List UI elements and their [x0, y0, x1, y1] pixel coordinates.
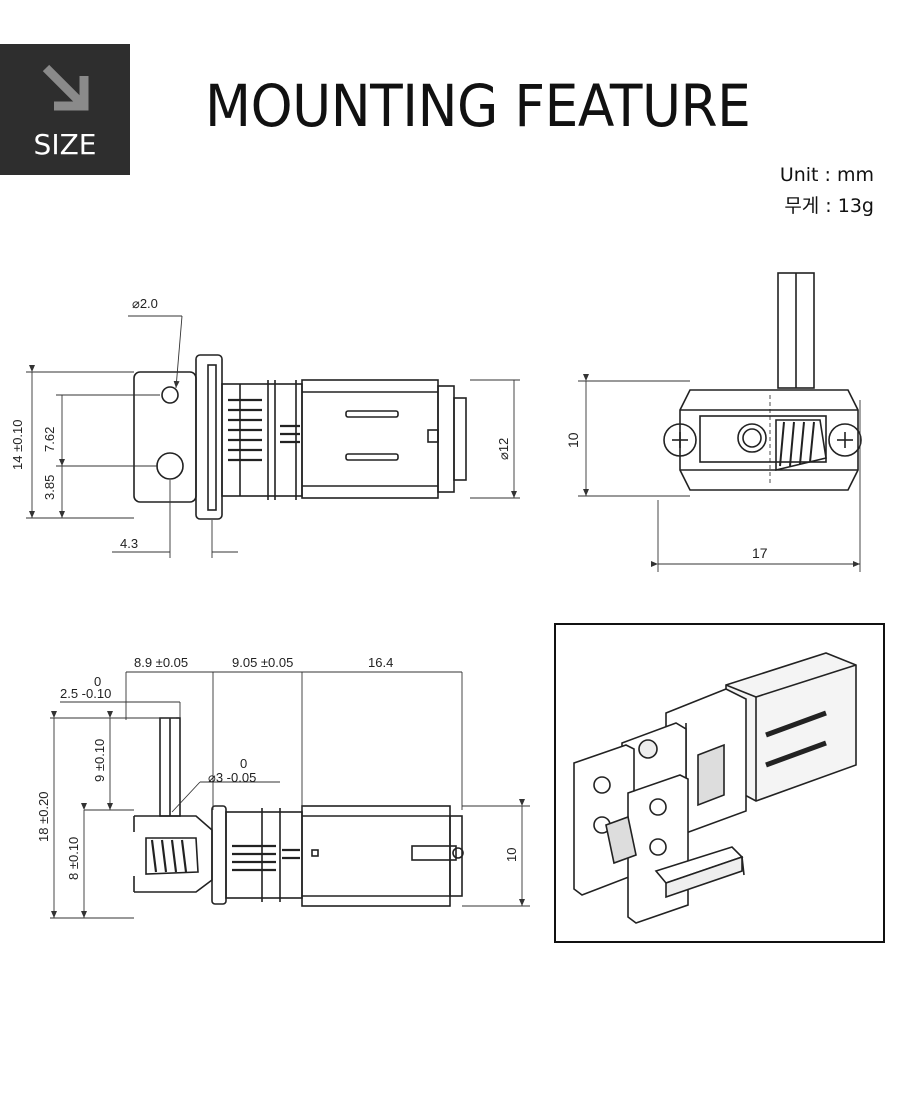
spec-meta: Unit : mm 무게 : 13g	[780, 160, 874, 222]
size-badge-label: SIZE	[33, 128, 97, 161]
side-dim-a-label: 8.9 ±0.05	[134, 655, 188, 670]
side-shaft-dia-label: ⌀3 -0.05	[208, 770, 256, 785]
front-view-drawing	[133, 354, 467, 520]
arrow-down-right-icon	[42, 64, 89, 111]
front-motor-dia-label: ⌀12	[496, 438, 511, 460]
unit-label: Unit : mm	[779, 164, 874, 186]
end-view-dimensions	[578, 374, 861, 572]
end-height-label: 10	[565, 432, 581, 448]
side-shaft-offset-label: 2.5 -0.10	[60, 686, 111, 701]
page-title: MOUNTING FEATURE	[205, 72, 751, 140]
side-shaft-len-label: 9 ±0.10	[92, 739, 107, 782]
weight-label: 무게 : 13g	[784, 195, 874, 217]
front-hole-dia-label: ⌀2.0	[132, 296, 158, 311]
front-height-label: 14 ±0.10	[10, 419, 25, 470]
side-dim-b-label: 9.05 ±0.05	[232, 655, 293, 670]
isometric-render	[573, 652, 857, 924]
end-width-label: 17	[752, 545, 768, 561]
side-height-total-label: 18 ±0.20	[36, 791, 51, 842]
front-hole-spacing-label: 7.62	[42, 427, 57, 452]
side-zero-top-label: 0	[94, 674, 101, 689]
side-view-dimensions	[50, 671, 530, 919]
end-view-drawing	[663, 272, 862, 491]
side-motor-height-label: 10	[504, 848, 519, 862]
front-view-dimensions	[26, 315, 520, 558]
size-badge: SIZE	[0, 44, 130, 175]
side-height-low-label: 8 ±0.10	[66, 837, 81, 880]
side-dim-c-label: 16.4	[368, 655, 393, 670]
front-hole-offset-label: 3.85	[42, 475, 57, 500]
side-zero-shaft-label: 0	[240, 756, 247, 771]
front-edge-offset-label: 4.3	[120, 536, 138, 551]
side-view-drawing	[133, 717, 464, 907]
isometric-render-frame	[554, 623, 885, 943]
